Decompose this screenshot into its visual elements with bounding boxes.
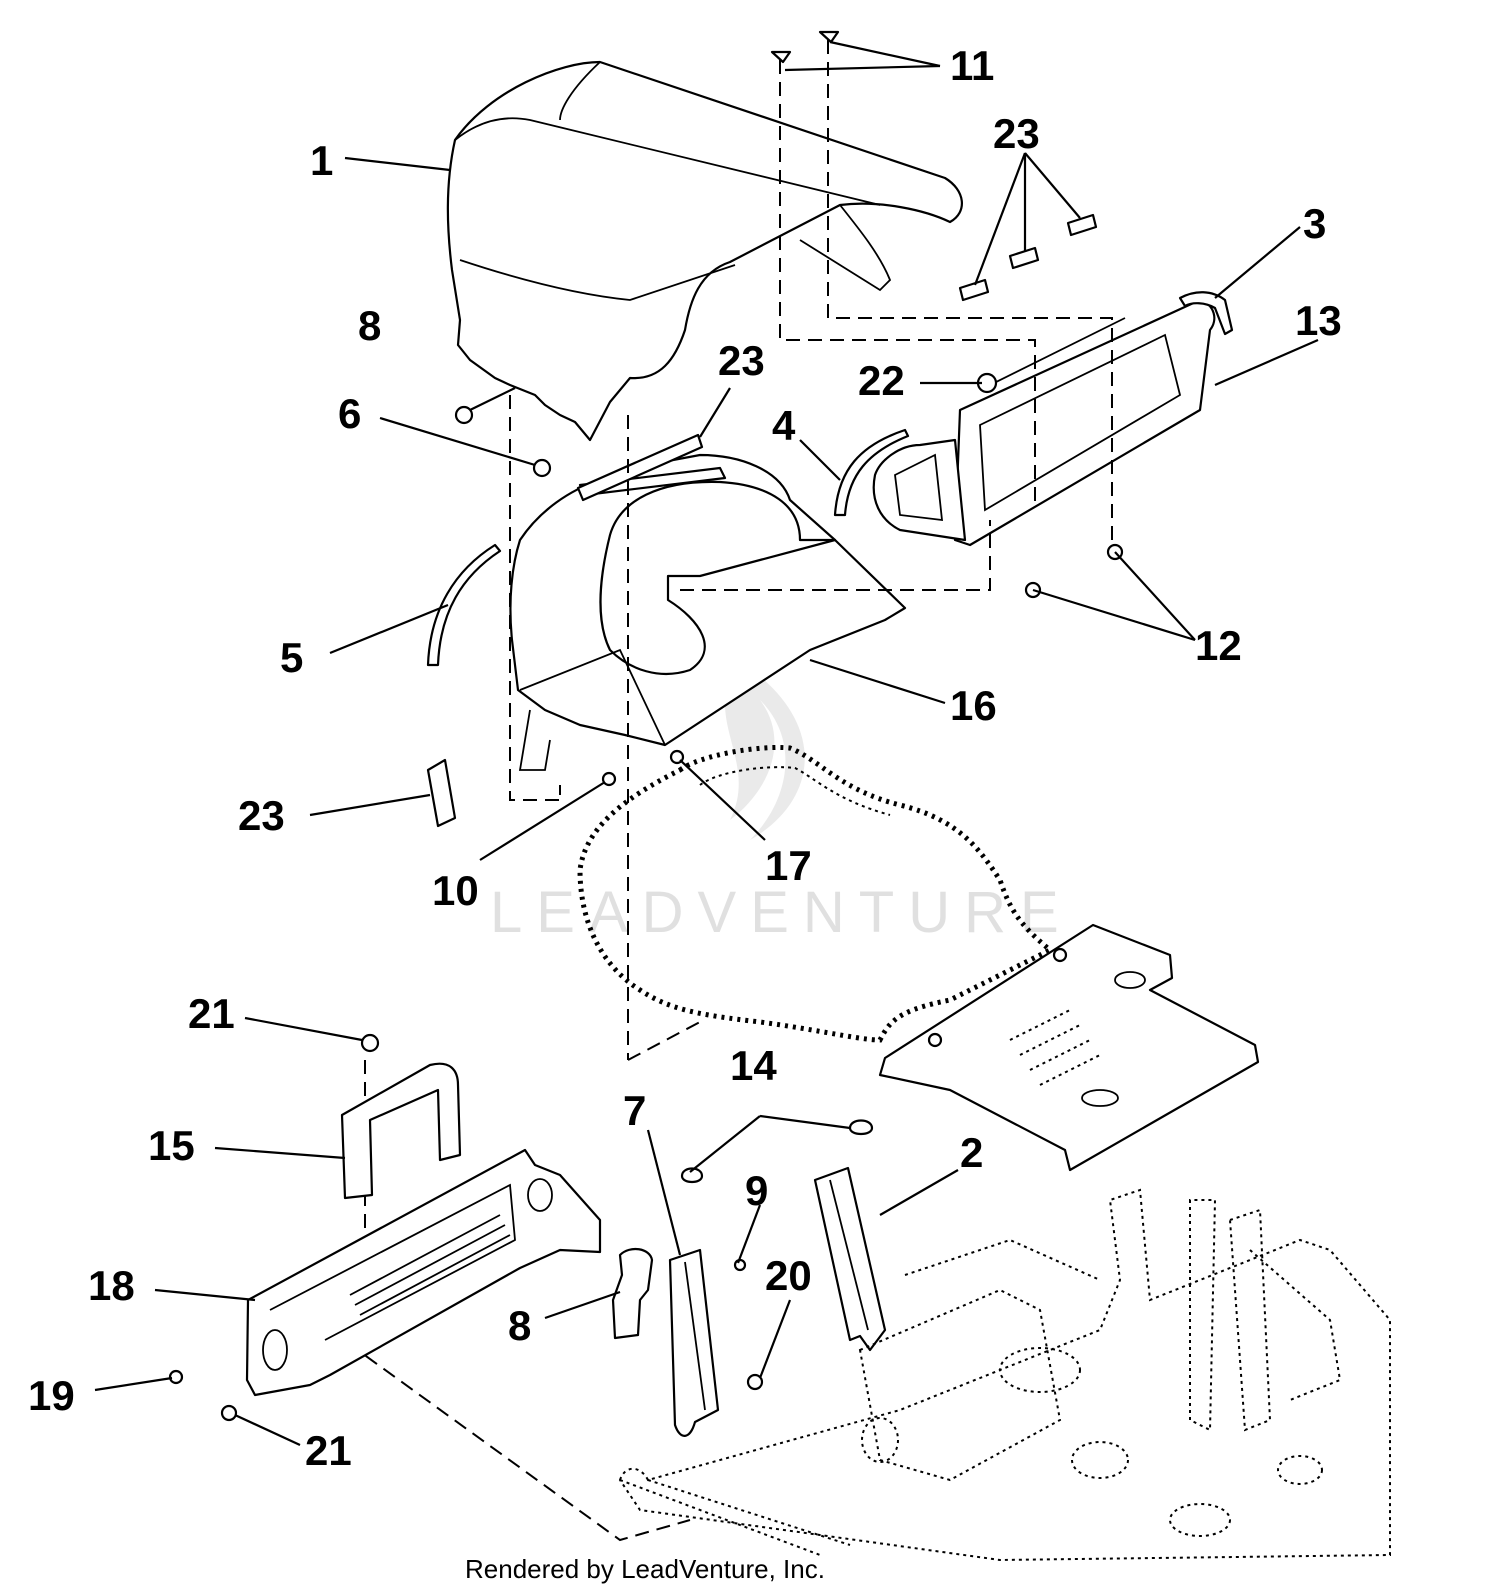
leader-18 <box>154 1288 256 1302</box>
leader-17 <box>679 759 766 841</box>
watermark-text: LEADVENTURE <box>490 880 1073 945</box>
leader-14b <box>759 1114 851 1130</box>
callout-23-left: 23 <box>238 792 285 839</box>
leader-21a <box>244 1016 363 1042</box>
callout-16: 16 <box>950 682 997 729</box>
part-13-panel <box>872 298 1216 547</box>
callout-19: 19 <box>28 1372 75 1419</box>
floor-plate <box>878 923 1260 1172</box>
leader-7 <box>646 1129 682 1256</box>
part-5-edge-trim <box>426 543 502 667</box>
callout-7: 7 <box>623 1087 646 1134</box>
leader-19 <box>94 1376 173 1392</box>
callout-10: 10 <box>432 867 479 914</box>
callout-11: 11 <box>950 42 994 89</box>
leader-23e <box>309 793 431 817</box>
leader-21b <box>234 1414 301 1446</box>
leader-5 <box>329 603 449 655</box>
leader-12b <box>1114 551 1196 641</box>
callouts: 1 2 3 4 5 6 7 8 8 9 10 11 12 13 14 15 16… <box>28 42 1342 1474</box>
leader-lines <box>94 40 1319 1446</box>
callout-14: 14 <box>730 1042 777 1089</box>
part-8-latch <box>611 1247 654 1340</box>
callout-21-lower: 21 <box>305 1427 352 1474</box>
leader-23a <box>973 152 1027 286</box>
part-17-seal <box>577 744 1055 1043</box>
callout-2: 2 <box>960 1129 983 1176</box>
part-15-bracket <box>340 1062 462 1200</box>
callout-3: 3 <box>1303 200 1326 247</box>
callout-20: 20 <box>765 1252 812 1299</box>
leader-11b <box>784 64 941 72</box>
hardware <box>454 30 1124 787</box>
callout-17: 17 <box>765 842 812 889</box>
leader-2 <box>879 1169 959 1216</box>
leader-9 <box>736 1204 762 1264</box>
part-16-shroud <box>509 453 907 771</box>
alignment-lines <box>329 40 1113 1542</box>
callout-1: 1 <box>310 137 333 184</box>
part-7-support <box>668 1248 720 1437</box>
leader-6 <box>379 416 536 467</box>
leader-8a <box>469 387 516 411</box>
callout-8-lower: 8 <box>508 1302 531 1349</box>
credit-text: Rendered by LeadVenture, Inc. <box>465 1554 825 1584</box>
callout-13: 13 <box>1295 297 1342 344</box>
leader-23d <box>699 387 731 438</box>
leader-20 <box>758 1299 792 1379</box>
part-9-20-screws <box>733 1258 764 1391</box>
part-14-knob <box>680 1119 874 1184</box>
callout-12: 12 <box>1195 622 1242 669</box>
leader-23c <box>1024 152 1081 219</box>
leader-3 <box>1214 226 1301 299</box>
leader-11a <box>829 40 941 68</box>
callout-9: 9 <box>745 1167 768 1214</box>
callout-23-mid: 23 <box>718 337 765 384</box>
callout-18: 18 <box>88 1262 135 1309</box>
leader-10 <box>479 781 606 861</box>
leader-1 <box>344 156 451 172</box>
leader-12a <box>1032 588 1196 642</box>
leader-8b <box>544 1290 621 1320</box>
callout-5: 5 <box>280 634 303 681</box>
leader-15 <box>214 1146 346 1160</box>
leader-13 <box>1214 338 1319 387</box>
callout-15: 15 <box>148 1122 195 1169</box>
part-1-hood <box>446 60 963 442</box>
leader-16 <box>809 658 946 705</box>
leader-14a <box>689 1115 761 1173</box>
leader-4 <box>799 439 841 481</box>
callout-21-upper: 21 <box>188 990 235 1037</box>
callout-22: 22 <box>858 357 905 404</box>
callout-6: 6 <box>338 390 361 437</box>
part-2-support <box>813 1166 887 1352</box>
callout-4: 4 <box>772 402 796 449</box>
callout-8-upper: 8 <box>358 302 381 349</box>
callout-23-top: 23 <box>993 110 1040 157</box>
part-4-edge-trim <box>833 428 910 517</box>
part-3-trim <box>1178 291 1234 336</box>
part-18-mount <box>168 1033 602 1422</box>
tractor-frame <box>618 1188 1391 1562</box>
